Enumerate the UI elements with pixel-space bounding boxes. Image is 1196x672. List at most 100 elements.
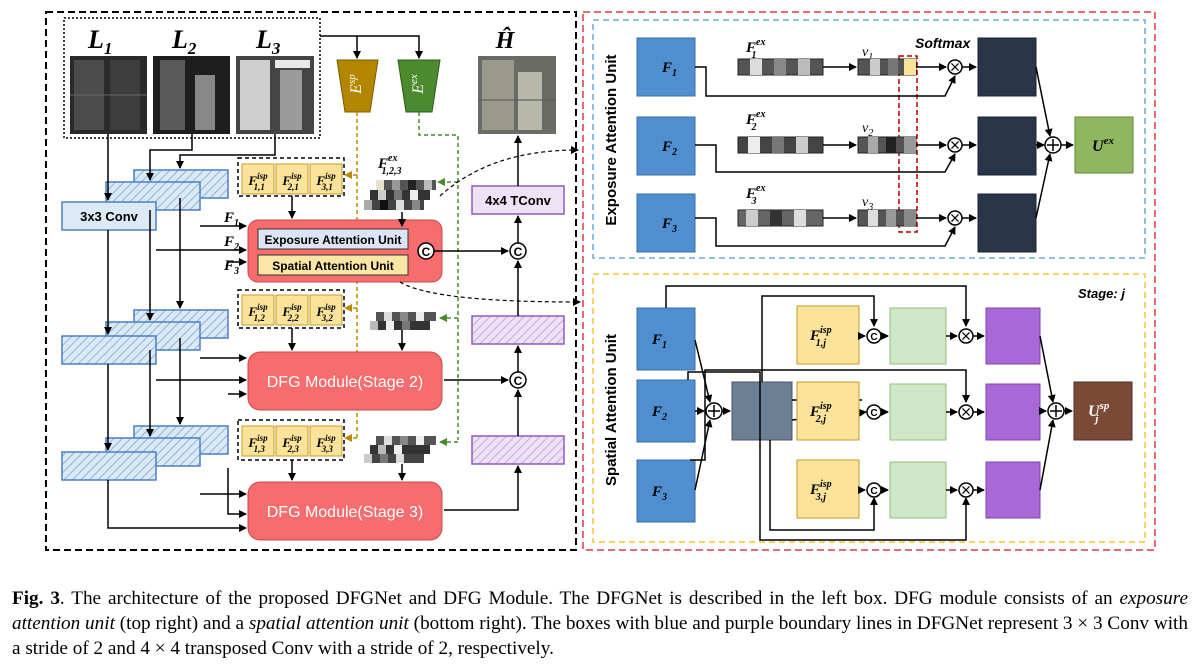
- spatial-unit-box: [592, 273, 1146, 543]
- figure-caption: Fig. 3. The architecture of the proposed…: [12, 586, 1188, 661]
- svg-text:v2: v2: [862, 121, 873, 139]
- conv-block: [61, 451, 157, 481]
- architecture-figure: L1 L2 L3 Ĥ Esp Eex: [45, 11, 1156, 551]
- caption-text-2: (top right) and a: [114, 613, 249, 634]
- svg-text:C: C: [870, 408, 877, 419]
- multiply-symbol: [958, 328, 974, 344]
- exposure-unit-box: [592, 19, 1146, 259]
- conv-label: 3x3 Conv: [80, 209, 139, 224]
- svg-text:C: C: [514, 245, 523, 259]
- softmax-label: Softmax: [915, 35, 971, 51]
- isp-group-2: [237, 289, 345, 329]
- multiply-symbol: [958, 404, 974, 420]
- svg-text:F2: F2: [661, 139, 677, 158]
- input-image-l3: [236, 56, 314, 134]
- spatial-unit-mini: [257, 254, 409, 276]
- caption-text-1: . The architecture of the proposed DFGNe…: [59, 588, 1120, 609]
- exposure-unit-mini: [257, 228, 409, 250]
- svg-text:Exposure Attention Unit: Exposure Attention Unit: [265, 233, 402, 247]
- spatial-f1: F1: [636, 307, 696, 371]
- svg-text:F3: F3: [651, 484, 667, 503]
- spatial-f3: F3: [636, 459, 696, 523]
- tconv-block: [471, 435, 565, 465]
- f1-label: F1: [223, 210, 239, 229]
- green-block: [889, 383, 947, 441]
- isp-group-1: [237, 157, 345, 197]
- purple-block: [985, 307, 1041, 365]
- input-image-l2: [153, 56, 230, 134]
- dfg-stage3-label: DFG Module(Stage 3): [267, 504, 424, 521]
- purple-block: [985, 461, 1041, 519]
- input-l2: L2: [171, 25, 197, 58]
- dfg-module-stage3: [247, 481, 443, 541]
- dfg-stage2-label: DFG Module(Stage 2): [267, 374, 424, 391]
- encoder-sp: Esp: [336, 59, 379, 113]
- encoder-ex: Eex: [397, 59, 441, 113]
- input-l3: L3: [255, 25, 281, 58]
- conv-block: [61, 335, 157, 365]
- exposure-unit-title: Exposure Attention Unit: [603, 54, 620, 225]
- fex-stack-3: [364, 436, 436, 463]
- conv-block-label: [61, 201, 157, 231]
- svg-text:F3: F3: [661, 216, 677, 235]
- svg-text:F1: F1: [651, 332, 667, 351]
- input-l1: L1: [87, 25, 112, 58]
- green-block: [889, 461, 947, 519]
- caption-em-2: spatial attention unit: [248, 613, 409, 634]
- svg-text:C: C: [422, 245, 431, 259]
- svg-text:C: C: [870, 332, 877, 343]
- caption-text-3: (bottom right). The boxes with blue and …: [12, 613, 1188, 659]
- spatial-f2: F2: [636, 379, 696, 443]
- caption-label: Fig. 3: [12, 588, 60, 609]
- svg-text:Esp: Esp: [346, 74, 365, 95]
- green-block: [889, 307, 947, 365]
- caption-em-1: exposure attention unit: [12, 588, 1188, 634]
- dfg-module-box: [582, 11, 1156, 551]
- f3-label: F3: [223, 258, 239, 277]
- purple-block: [985, 383, 1041, 441]
- tconv-block: [471, 185, 565, 215]
- svg-text:C: C: [870, 486, 877, 497]
- svg-text:v1: v1: [862, 45, 873, 63]
- spatial-unit-title: Spatial Attention Unit: [603, 334, 620, 486]
- dfgnet-box: [45, 11, 577, 551]
- svg-text:Spatial Attention Unit: Spatial Attention Unit: [272, 259, 394, 273]
- fusion-block: [731, 381, 793, 441]
- tconv-label: 4x4 TConv: [485, 193, 552, 208]
- fex-stack-2: [370, 312, 436, 330]
- multiply-symbol: [958, 482, 974, 498]
- u-ex-block: Uex: [1074, 116, 1134, 174]
- svg-text:C: C: [514, 374, 523, 388]
- isp-group-3: [237, 419, 345, 461]
- svg-text:Uex: Uex: [1092, 135, 1114, 155]
- dfg-module-stage2: [247, 351, 443, 411]
- f2-label: F2: [223, 234, 239, 253]
